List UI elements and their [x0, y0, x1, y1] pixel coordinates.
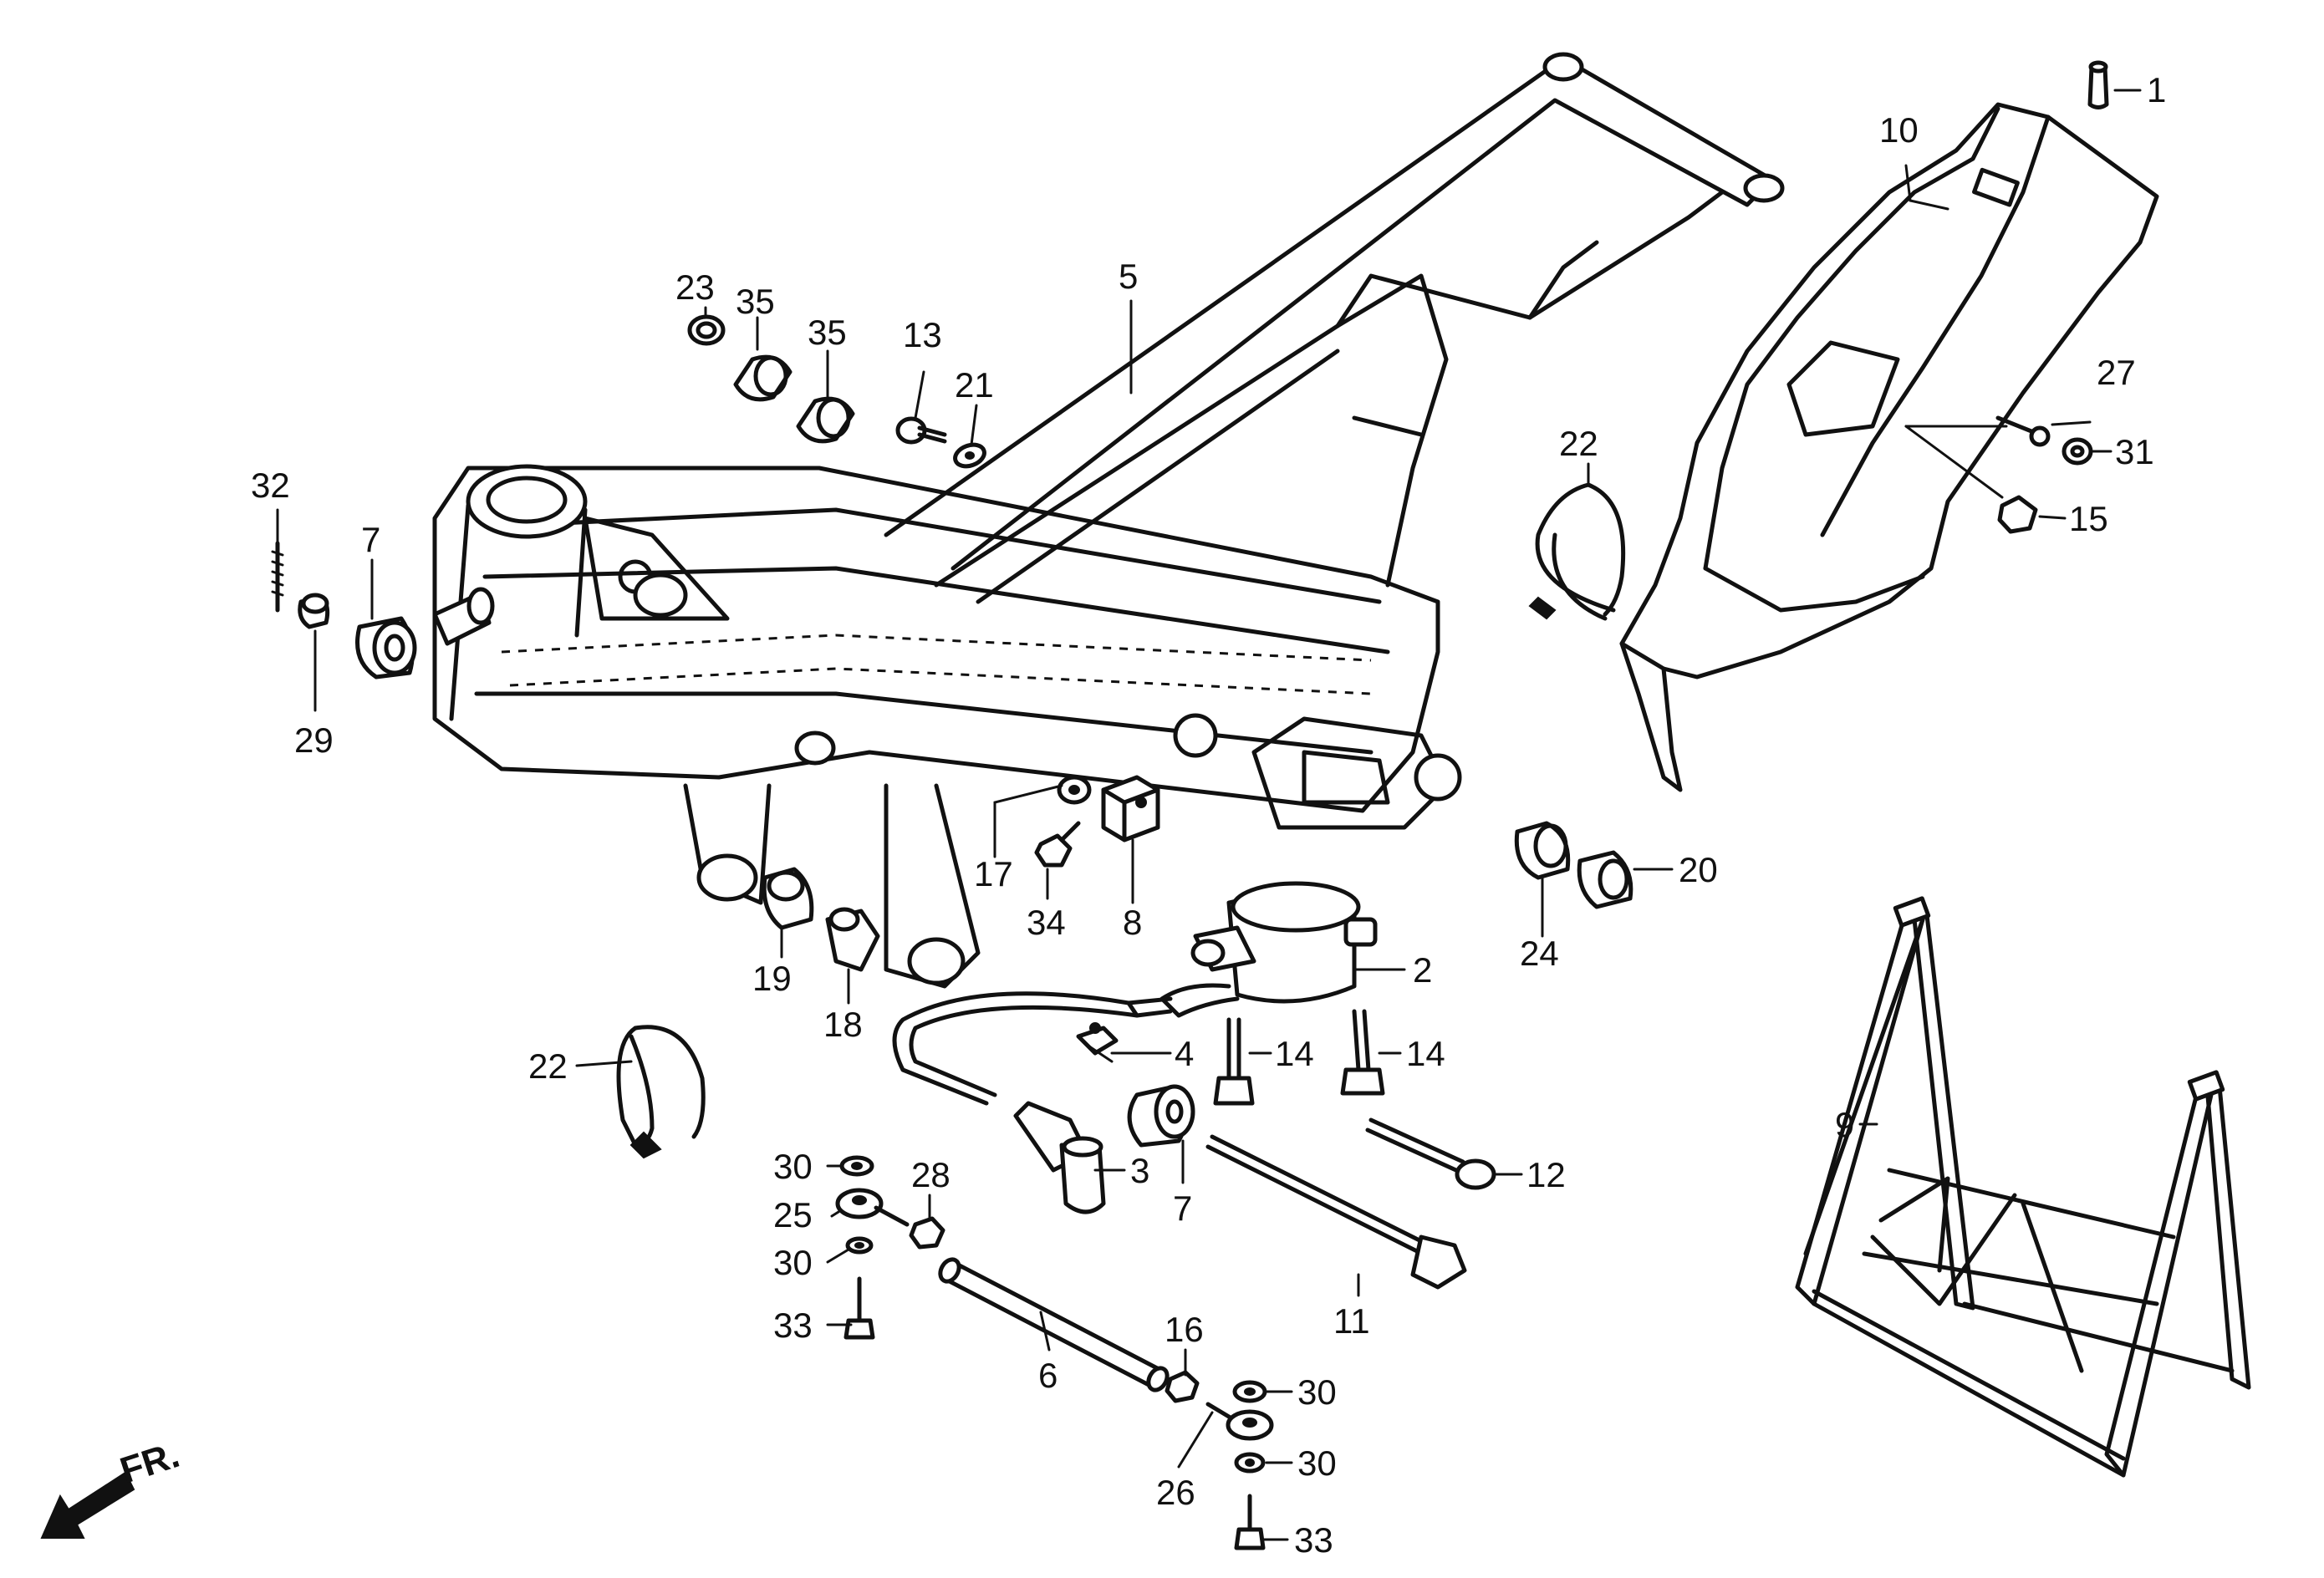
- main-frame: [432, 52, 1785, 989]
- bush-35a: [733, 354, 793, 402]
- maintenance-stand: [1795, 896, 2251, 1478]
- pin-1: [2087, 60, 2109, 109]
- callout-22a: 22: [1559, 424, 1598, 463]
- bolt-34: [1034, 821, 1081, 868]
- callout-35b: 35: [808, 313, 847, 352]
- nut-15: [1997, 495, 2038, 534]
- collar-upper: [432, 587, 495, 646]
- washer-30c: [1232, 1380, 1267, 1403]
- washer-30a: [839, 1155, 874, 1177]
- callout-14a: 14: [1275, 1034, 1314, 1073]
- bolt-14b: [1340, 1009, 1385, 1096]
- callout-7a: 7: [361, 520, 380, 559]
- callout-4: 4: [1175, 1034, 1194, 1073]
- front-direction-label: FR.: [115, 1434, 185, 1492]
- band-clamp-lower: [616, 1025, 706, 1159]
- callout-23: 23: [675, 267, 715, 307]
- callout-20: 20: [1679, 850, 1718, 889]
- callout-10: 10: [1879, 110, 1919, 150]
- callout-12: 12: [1526, 1155, 1566, 1194]
- washer-30b: [845, 1236, 874, 1255]
- callout-30a: 30: [773, 1147, 813, 1186]
- leader-lines: [276, 89, 2142, 1541]
- callout-14b: 14: [1406, 1034, 1445, 1073]
- ring-23: [687, 314, 726, 346]
- callout-13: 13: [903, 315, 942, 354]
- callout-18: 18: [823, 1005, 863, 1044]
- callout-19: 19: [752, 959, 792, 998]
- callout-34: 34: [1027, 903, 1066, 942]
- rod-6: [938, 1257, 1170, 1392]
- callout-33a: 33: [773, 1306, 813, 1345]
- bolt-33b: [1234, 1494, 1266, 1550]
- spark-plug-cap: [1013, 1101, 1106, 1214]
- callout-1: 1: [2147, 70, 2166, 109]
- callout-26: 26: [1156, 1473, 1195, 1512]
- bolt-14a: [1213, 1017, 1255, 1106]
- washer-21: [953, 442, 986, 469]
- bracket-8: [1101, 775, 1160, 842]
- callout-29: 29: [294, 720, 334, 760]
- front-direction-arrow: [40, 1471, 135, 1539]
- callout-30b: 30: [773, 1243, 813, 1282]
- collar-19: [762, 867, 814, 930]
- rod-end-26: [1205, 1402, 1274, 1441]
- rear-fender: [1619, 102, 2159, 792]
- pin-32: [271, 541, 284, 613]
- callout-31: 31: [2115, 432, 2154, 471]
- callout-17: 17: [974, 854, 1013, 893]
- callout-24: 24: [1520, 934, 1559, 973]
- callout-2: 2: [1413, 950, 1432, 990]
- bolt-33a: [843, 1276, 875, 1340]
- callout-27: 27: [2097, 353, 2136, 392]
- callout-33b: 33: [1294, 1520, 1333, 1560]
- callout-5: 5: [1119, 257, 1138, 296]
- collar-24: [1514, 821, 1571, 880]
- nut-16: [1165, 1370, 1200, 1403]
- callout-labels: 1 10 5 23 35 35 13 21 27 31 15 22 32 7 2…: [251, 70, 2166, 1560]
- leader-15-fender: [1904, 425, 2004, 499]
- callout-8: 8: [1123, 903, 1142, 942]
- callout-35a: 35: [736, 282, 775, 321]
- callout-30d: 30: [1297, 1443, 1337, 1483]
- fitting-18: [825, 907, 880, 972]
- callout-22b: 22: [528, 1046, 568, 1086]
- callout-7b: 7: [1173, 1189, 1192, 1228]
- bolt-13: [895, 416, 947, 445]
- washer-31: [2062, 437, 2093, 466]
- callout-32: 32: [251, 466, 290, 505]
- bolt-12: [1365, 1117, 1496, 1190]
- band-clamp-upper: [1528, 482, 1626, 621]
- callout-28: 28: [911, 1155, 950, 1194]
- callout-16: 16: [1165, 1310, 1204, 1349]
- callout-11: 11: [1333, 1301, 1370, 1341]
- bolt-11: [1205, 1134, 1467, 1290]
- callout-9: 9: [1835, 1105, 1854, 1144]
- callout-3: 3: [1130, 1151, 1149, 1190]
- cable-clip: [1076, 1022, 1119, 1063]
- washer-30d: [1234, 1452, 1266, 1474]
- rubber-bush-lower: [1127, 1084, 1195, 1148]
- rod-end-25: [835, 1188, 910, 1227]
- washer-17: [1057, 775, 1092, 805]
- bush-35b: [796, 396, 855, 444]
- collar-20: [1577, 850, 1633, 909]
- bolt-27: [1995, 415, 2051, 447]
- cap-29: [298, 593, 330, 629]
- callout-15: 15: [2069, 499, 2108, 538]
- nut-28: [909, 1216, 945, 1250]
- callout-21: 21: [955, 365, 994, 405]
- callout-30c: 30: [1297, 1372, 1337, 1412]
- ignition-coil: [892, 881, 1378, 1106]
- callout-6: 6: [1038, 1356, 1058, 1395]
- rubber-bush-upper: [355, 616, 417, 680]
- callout-25: 25: [773, 1195, 813, 1234]
